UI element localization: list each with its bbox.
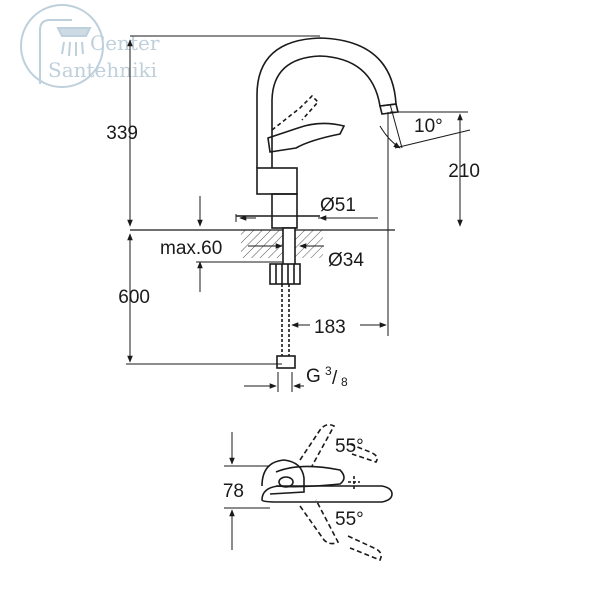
lever-position-up bbox=[299, 423, 336, 467]
dim-hole-diameter: Ø34 bbox=[328, 250, 364, 271]
faucet-column bbox=[271, 193, 298, 229]
dim-spout-angle: 10° bbox=[414, 116, 443, 137]
connection-denominator: 8 bbox=[341, 375, 348, 389]
spout-outline bbox=[256, 37, 397, 168]
watermark-logo: Center Santehniki bbox=[20, 4, 160, 88]
top-view-base bbox=[261, 485, 393, 503]
faucet-top-view bbox=[261, 423, 393, 562]
dim-spout-height: 210 bbox=[448, 161, 480, 182]
faucet-side-view bbox=[130, 37, 399, 369]
lever-handle bbox=[267, 122, 346, 153]
lever-alt-position bbox=[271, 94, 320, 131]
dim-total-height: 339 bbox=[106, 123, 138, 144]
watermark-line2: Santehniki bbox=[48, 58, 157, 82]
dimension-lines bbox=[126, 35, 471, 392]
top-view-lever bbox=[275, 465, 345, 488]
connection-prefix: G bbox=[306, 366, 321, 387]
dim-max-thickness: max.60 bbox=[160, 238, 222, 259]
dim-connection-thread: G 3 / 8 bbox=[306, 364, 348, 389]
dim-base-diameter: Ø51 bbox=[320, 195, 356, 216]
dim-handle-depth: 78 bbox=[223, 481, 244, 502]
dim-spout-reach: 183 bbox=[314, 317, 346, 338]
mounting-shank bbox=[282, 227, 296, 269]
dim-rotation-down: 55° bbox=[335, 509, 364, 530]
faucet-body bbox=[256, 167, 298, 195]
connection-slash: / bbox=[332, 368, 338, 389]
mounting-nut bbox=[269, 263, 301, 285]
shower-logo-icon bbox=[20, 4, 104, 88]
counter-section bbox=[241, 230, 323, 258]
top-view-dimensions bbox=[224, 432, 270, 550]
lever-position-down bbox=[299, 499, 340, 545]
connection-numerator: 3 bbox=[325, 364, 332, 378]
hose-fitting bbox=[276, 355, 296, 369]
top-view-dome bbox=[261, 459, 305, 495]
flex-hose bbox=[281, 284, 290, 356]
watermark-line1: Center bbox=[90, 31, 160, 55]
dim-rotation-up: 55° bbox=[335, 436, 364, 457]
dim-below-counter: 600 bbox=[118, 287, 150, 308]
